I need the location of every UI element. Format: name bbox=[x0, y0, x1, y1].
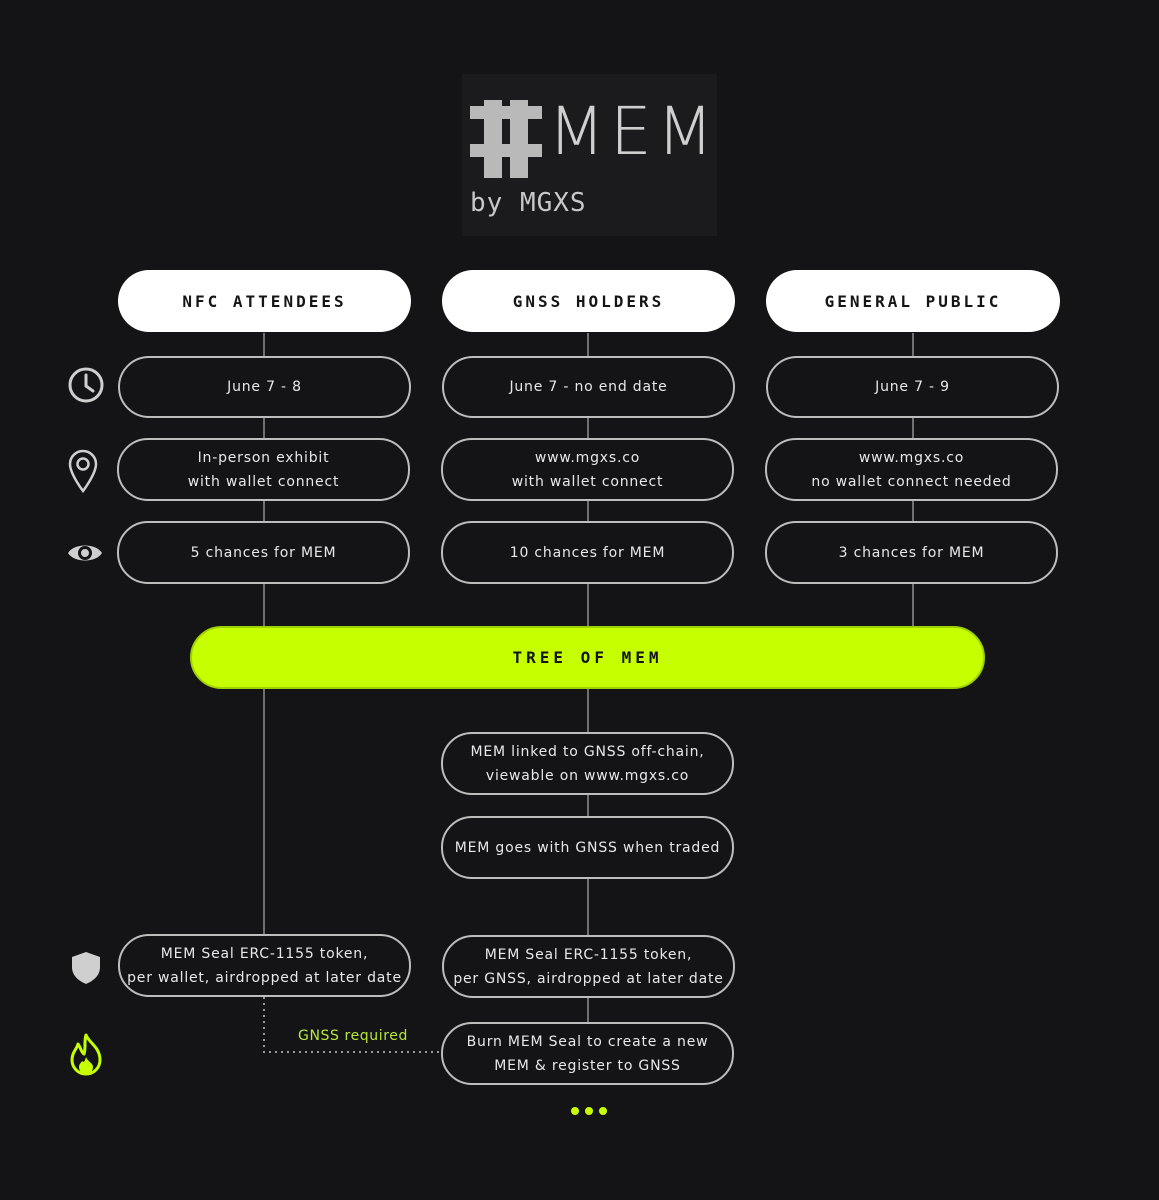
gnss-traded-text: MEM goes with GNSS when traded bbox=[454, 839, 721, 856]
header-nfc-attendees: NFC ATTENDEES bbox=[118, 270, 411, 332]
location-pin-icon bbox=[68, 449, 98, 494]
public-location-pill: www.mgxs.co no wallet connect needed bbox=[765, 438, 1058, 501]
gnss-linked-pill: MEM linked to GNSS off-chain, viewable o… bbox=[441, 732, 734, 795]
nfc-chances-pill: 5 chances for MEM bbox=[117, 521, 410, 584]
nfc-date-text: June 7 - 8 bbox=[227, 379, 302, 395]
mem-logo-mark-icon bbox=[470, 100, 542, 178]
header-general-public: GENERAL PUBLIC bbox=[766, 270, 1060, 332]
clock-icon bbox=[68, 367, 104, 403]
header-gnss-holders: GNSS HOLDERS bbox=[442, 270, 735, 332]
gnss-required-connector bbox=[263, 997, 441, 1053]
public-chances-pill: 3 chances for MEM bbox=[765, 521, 1058, 584]
public-date-text: June 7 - 9 bbox=[875, 379, 950, 395]
nfc-location-text: In-person exhibit with wallet connect bbox=[187, 449, 340, 490]
gnss-chances-text: 10 chances for MEM bbox=[509, 544, 666, 561]
nfc-chances-text: 5 chances for MEM bbox=[190, 544, 337, 561]
gnss-chances-pill: 10 chances for MEM bbox=[441, 521, 734, 584]
gnss-seal-pill: MEM Seal ERC-1155 token, per GNSS, airdr… bbox=[442, 935, 735, 998]
ellipsis-icon bbox=[571, 1107, 607, 1115]
nfc-location-pill: In-person exhibit with wallet connect bbox=[117, 438, 410, 501]
public-date-pill: June 7 - 9 bbox=[766, 356, 1059, 418]
eye-icon bbox=[68, 545, 102, 561]
shield-icon bbox=[72, 952, 100, 984]
nfc-date-pill: June 7 - 8 bbox=[118, 356, 411, 418]
tree-of-mem-bar: TREE OF MEM bbox=[190, 626, 985, 689]
public-chances-text: 3 chances for MEM bbox=[838, 544, 985, 561]
gnss-burn-pill: Burn MEM Seal to create a new MEM & regi… bbox=[441, 1022, 734, 1085]
gnss-required-label: GNSS required bbox=[298, 1028, 409, 1044]
nfc-seal-text: MEM Seal ERC-1155 token, per wallet, air… bbox=[127, 945, 402, 986]
gnss-date-pill: June 7 - no end date bbox=[442, 356, 735, 418]
gnss-seal-text: MEM Seal ERC-1155 token, per GNSS, airdr… bbox=[453, 946, 724, 987]
gnss-burn-text: Burn MEM Seal to create a new MEM & regi… bbox=[466, 1033, 709, 1074]
public-location-text: www.mgxs.co no wallet connect needed bbox=[811, 449, 1012, 490]
logo-byline: by MGXS bbox=[470, 188, 587, 218]
logo-brand-text: MEM bbox=[548, 93, 719, 170]
gnss-location-text: www.mgxs.co with wallet connect bbox=[511, 449, 664, 490]
gnss-traded-pill: MEM goes with GNSS when traded bbox=[441, 816, 734, 879]
gnss-location-pill: www.mgxs.co with wallet connect bbox=[441, 438, 734, 501]
fire-icon bbox=[70, 1033, 102, 1076]
nfc-seal-pill: MEM Seal ERC-1155 token, per wallet, air… bbox=[118, 934, 411, 997]
gnss-date-text: June 7 - no end date bbox=[509, 379, 668, 395]
gnss-linked-text: MEM linked to GNSS off-chain, viewable o… bbox=[470, 743, 705, 784]
